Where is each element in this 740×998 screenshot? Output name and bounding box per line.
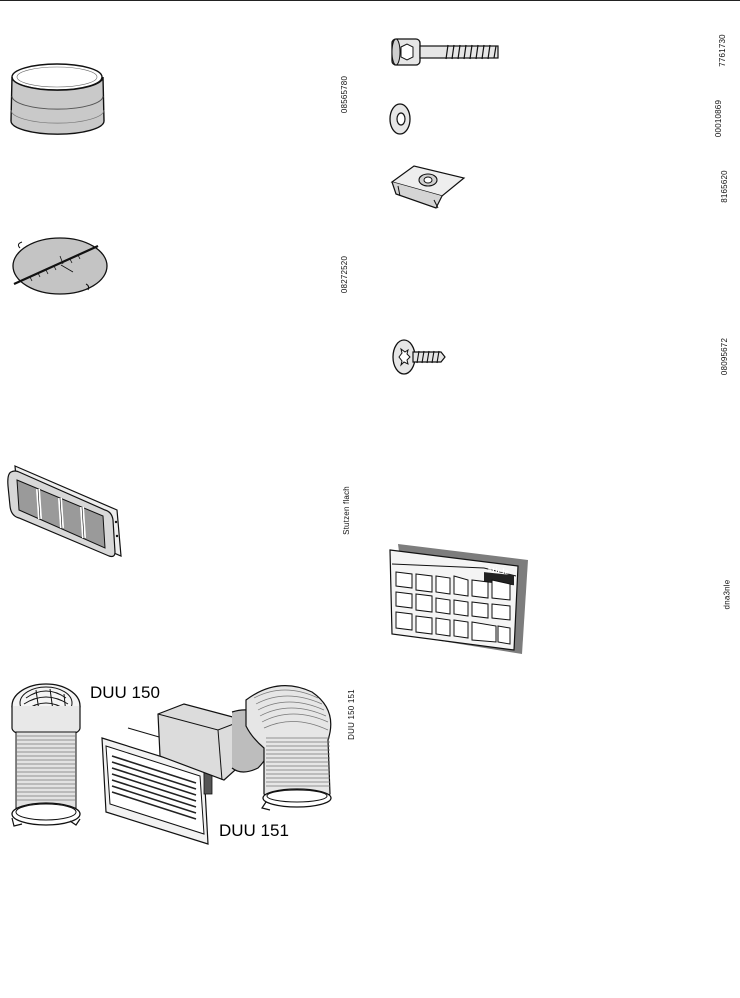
washer-icon [389,103,411,135]
duu-151-label: DUU 151 [219,821,289,840]
backflow-flap-icon [12,237,108,295]
round-duct-ring-icon [10,63,105,135]
torx-screw-icon [392,339,446,375]
flat-connector-part-number: Stutzen flach [341,486,351,535]
washer-part-number: 00010869 [714,99,724,138]
clip-part-number: 8165620 [719,170,729,203]
filter-part-number: dna3nle [722,579,732,610]
screw-part-number: 08095672 [720,337,730,376]
wall-duct-kit-icon [11,683,332,845]
kit-part-number: DUU 150 151 [346,689,356,740]
spring-nut-clip-icon [390,165,466,209]
flat-duct-connector-icon [7,465,122,558]
hex-socket-bolt-icon [391,38,499,66]
ring-part-number: 08565780 [340,75,350,114]
bolt-part-number: 7761730 [717,34,727,67]
duu-150-label: DUU 150 [90,683,160,702]
top-rule [0,0,740,1]
filter-brand-logo: Miele [487,565,510,576]
flap-part-number: 08272520 [340,255,350,294]
grease-filter-mat-icon: Miele [389,544,528,654]
